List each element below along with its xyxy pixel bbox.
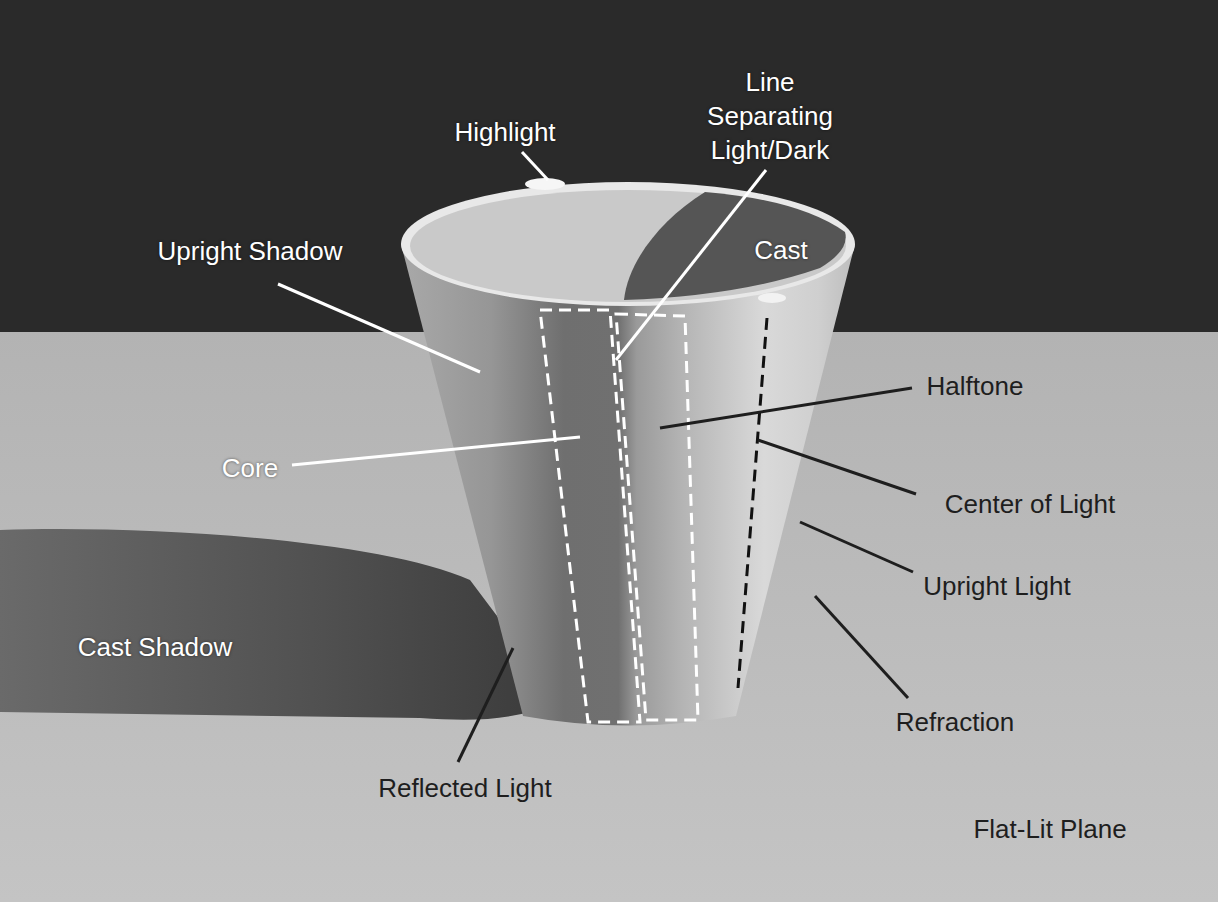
- leader-line: [758, 440, 916, 494]
- halftone-band: [616, 314, 698, 720]
- leader-line: [800, 522, 913, 572]
- part-label: Center of Light: [945, 487, 1116, 521]
- part-label: Cast: [754, 233, 807, 267]
- core-band: [540, 310, 640, 722]
- part-label: Refraction: [896, 705, 1015, 739]
- part-label: Flat-Lit Plane: [973, 812, 1126, 846]
- part-label: Line Separating Light/Dark: [695, 65, 845, 167]
- leader-line: [815, 596, 908, 698]
- center-line: [738, 318, 767, 688]
- background: [0, 0, 1218, 332]
- cup-inside: [410, 190, 846, 302]
- part-label: Halftone: [927, 369, 1024, 403]
- part-label: Highlight: [454, 115, 555, 149]
- part-label: Core: [222, 451, 278, 485]
- leader-line: [292, 437, 580, 465]
- part-label: Reflected Light: [378, 771, 551, 805]
- leader-line: [660, 388, 912, 428]
- cup-body: [401, 244, 855, 726]
- leader-line: [278, 284, 480, 372]
- highlight-mark: [525, 178, 565, 190]
- highlight-mark: [758, 293, 786, 303]
- leader-line: [522, 152, 548, 180]
- part-label: Upright Shadow: [158, 234, 343, 268]
- cast-shadow: [0, 529, 560, 720]
- cup-rim: [401, 182, 855, 306]
- leader-line: [458, 648, 513, 762]
- part-label: Cast Shadow: [78, 630, 233, 664]
- leader-line: [616, 170, 766, 360]
- part-label: Upright Light: [923, 569, 1070, 603]
